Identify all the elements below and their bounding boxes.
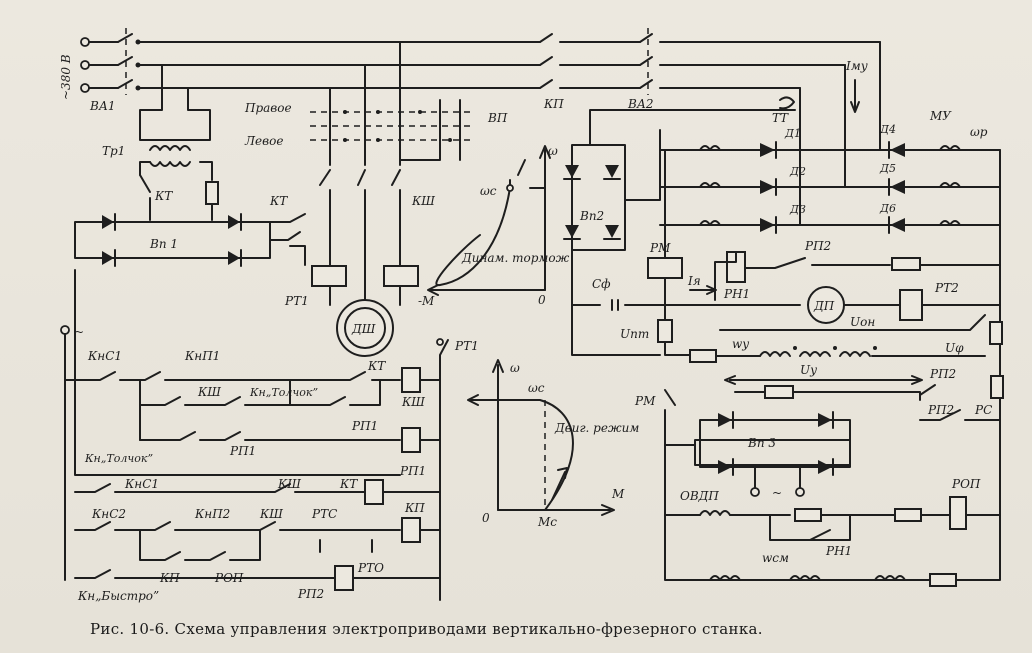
kp-coil-label: КП (404, 501, 425, 515)
mu-label: МУ (929, 109, 952, 123)
dsh-label: ДШ (351, 322, 376, 336)
kns1-label: КнС1 (87, 349, 122, 363)
rs-label: РС (974, 403, 992, 417)
kt-label-ctrl-2: КТ (339, 477, 358, 491)
kn-bystro-label: Кн„Быстро” (77, 589, 159, 603)
d5-label: Д5 (879, 162, 896, 175)
u-phi-label: Uφ (945, 341, 964, 355)
wcm-label: wсм (762, 551, 789, 565)
supply-voltage-label: ~380 В (59, 54, 73, 100)
feedback-windings (689, 314, 1004, 421)
direction-switch-vp (310, 41, 470, 166)
knc2-label: КнС2 (91, 507, 126, 521)
m-axis-label: М (611, 487, 625, 501)
d1-label: Д1 (784, 127, 801, 140)
supply-lines (80, 28, 881, 95)
control-circuit (60, 269, 449, 601)
va2-label: ВА2 (627, 97, 654, 111)
levoe-label: Левое (244, 134, 283, 148)
tr1-label: Тр1 (102, 144, 125, 158)
unt-label: Uпт (620, 327, 649, 341)
bridge-vp2 (563, 109, 796, 356)
d4-label: Д4 (879, 123, 896, 136)
figure-caption: Рис. 10-6. Схема управления электроприво… (90, 620, 763, 638)
ksh-label-ctrl-3: КШ (259, 507, 283, 521)
braking-graph (427, 145, 551, 296)
rm-label-switch: РМ (634, 394, 656, 408)
kn-tolchok-label-1: Кн„Толчок” (249, 386, 318, 399)
iya-label: Iя (687, 274, 701, 288)
tilde-control-label: ~ (74, 325, 84, 339)
knp2-label: КнП2 (194, 507, 230, 521)
rt1-label-ctrl: РТ1 (454, 339, 479, 353)
vp-label: ВП (487, 111, 508, 125)
dinam-tormozh-label: Динам. тормож (461, 251, 570, 265)
field-supply-vp3 (664, 389, 1001, 587)
mc-label: Мс (537, 515, 557, 529)
uy-label: Uу (800, 363, 817, 377)
rt1-label-power: РТ1 (284, 294, 309, 308)
rectifier-vp1 (74, 213, 306, 267)
zero-label-2: 0 (482, 511, 490, 525)
kt-label-ctrl: КТ (367, 359, 386, 373)
omega-p-label: ωр (970, 125, 988, 139)
dp-label: ДП (813, 299, 835, 313)
feed-motor-circuit (629, 149, 1001, 356)
rn1-label: РН1 (723, 287, 750, 301)
vp1-label: Вп 1 (149, 237, 178, 251)
rop-label-ctrl: РОП (214, 571, 244, 585)
zero-label-1: 0 (538, 293, 546, 307)
spindle-motor-branch (289, 169, 419, 357)
ksh-label-ctrl-2: КШ (277, 477, 301, 491)
rts-label: РТС (311, 507, 337, 521)
minus-m-label: -М (418, 294, 435, 308)
ksh-coil-label: КШ (401, 395, 425, 409)
rp2-label-ctrl: РП2 (297, 587, 324, 601)
rp1-coil-label: РП1 (399, 464, 426, 478)
d2-label: Д2 (789, 165, 806, 178)
omega-label-2: ω (510, 361, 520, 375)
motor-mode-graph (467, 359, 615, 516)
cf-label: Сф (592, 277, 611, 291)
ksh-label-power: КШ (411, 194, 435, 208)
rto-label: РТО (357, 561, 384, 575)
vp2-label: Вп2 (579, 209, 604, 223)
kp-label-ctrl: КП (159, 571, 180, 585)
rp2-label-mid: РП2 (929, 367, 956, 381)
dvig-rezhim-label: Двиг. режим (554, 421, 639, 435)
knp1-label: КнП1 (184, 349, 220, 363)
rp1-label-2: РП1 (229, 444, 256, 458)
tt-label: ТТ (772, 111, 789, 125)
kt-label-2: КТ (269, 194, 288, 208)
omega-c-label-2: ωс (528, 381, 545, 395)
rop-label-right: РОП (951, 477, 981, 491)
rm-label: РМ (649, 241, 671, 255)
uoh-label: Uон (850, 315, 875, 329)
magnetic-amplifier (659, 41, 1001, 421)
rn1-label-low: РН1 (825, 544, 852, 558)
omega-c-label-1: ωс (480, 184, 497, 198)
kp-label: КП (543, 97, 564, 111)
rp1-label-1: РП1 (351, 419, 378, 433)
rt2-label: РТ2 (934, 281, 959, 295)
ovdp-label: ОВДП (680, 489, 719, 503)
kn-tolchok-label-2: Кн„Толчок” (84, 452, 153, 465)
vp3-label: Вп 3 (747, 436, 776, 450)
wy-label: wу (732, 337, 749, 351)
pravoe-label: Правое (244, 101, 292, 115)
transformer-tr1 (139, 64, 219, 221)
kt-label-1: КТ (154, 189, 173, 203)
rp2-label-top: РП2 (804, 239, 831, 253)
d3-label: Д3 (789, 203, 806, 216)
d6-label: Д6 (879, 202, 896, 215)
imu-label: Iму (845, 59, 868, 73)
rp2-label-low: РП2 (927, 403, 954, 417)
kns1-label-2: КнС1 (124, 477, 159, 491)
ksh-label-ctrl: КШ (197, 385, 221, 399)
va1-label: ВА1 (89, 99, 116, 113)
tilde-vp3-label: ~ (772, 486, 782, 500)
omega-label-1: ω (548, 144, 558, 158)
